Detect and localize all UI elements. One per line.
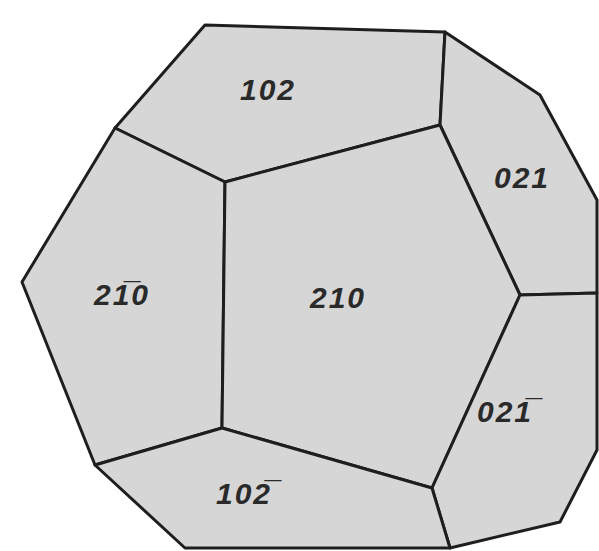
miller-index: 102 <box>240 72 296 108</box>
crystal-face: 102̅ <box>95 428 450 548</box>
face-polygon <box>432 293 597 548</box>
miller-index: 210 <box>310 280 366 316</box>
crystal-face: 21̅0 <box>22 128 225 465</box>
face-outline <box>95 428 450 548</box>
crystal-face: 021̅ <box>432 293 597 548</box>
face-polygon <box>95 428 450 548</box>
face-polygon <box>22 128 225 465</box>
miller-index: 021 <box>494 160 550 196</box>
miller-index: 21̅0 <box>94 277 150 313</box>
miller-index: 021̅ <box>477 394 533 430</box>
miller-index: 102̅ <box>216 476 272 512</box>
